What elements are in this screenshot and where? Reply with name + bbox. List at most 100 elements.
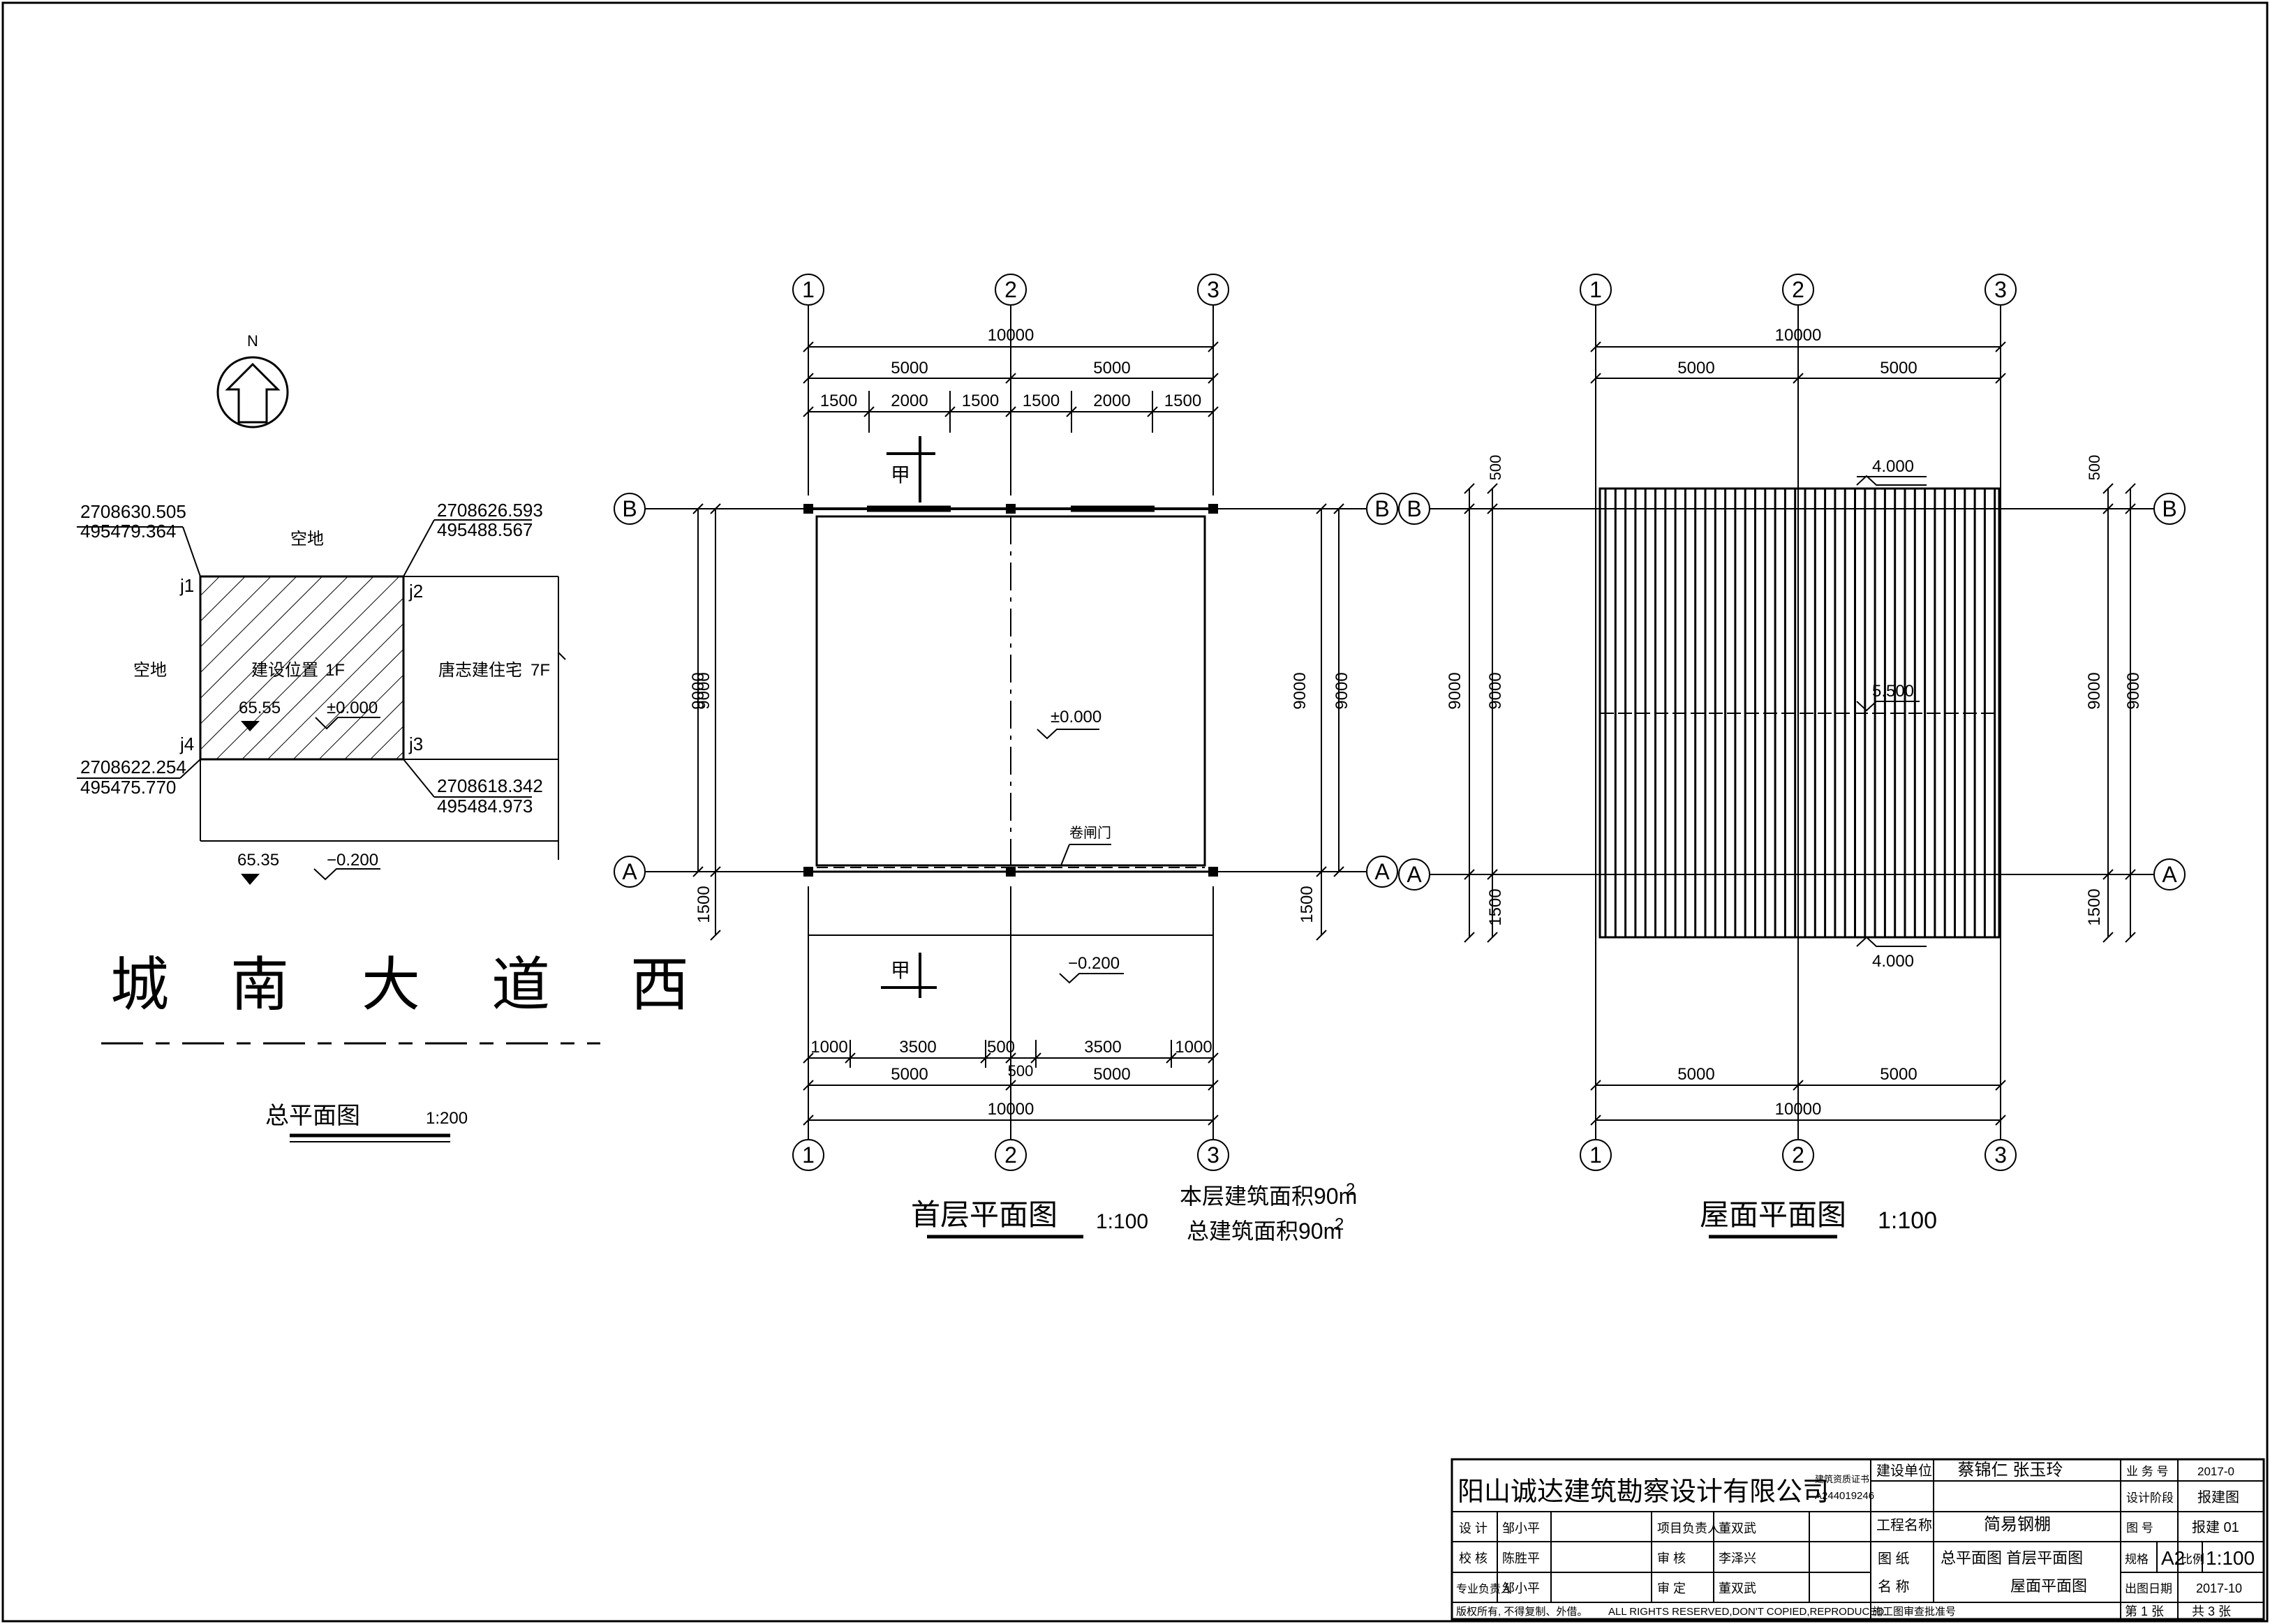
role-person: 邹小平 [1502,1521,1540,1535]
wall-outline [815,515,1206,867]
dim-detail: 500 [987,1038,1015,1057]
point-j3: j3 [408,733,423,754]
right-row-value: 2017-0 [2197,1465,2234,1478]
area-total-sup: 2 [1335,1215,1344,1234]
dim-side: 1500 [2085,888,2104,925]
role-label: 设 计 [1459,1521,1488,1535]
point-j4: j4 [179,733,194,754]
dimension-tick [1487,503,1498,514]
north-arrow-icon [216,356,289,429]
neighbor-floors: 7F [531,661,550,680]
dimension-tick [1487,869,1498,880]
right-row-label: 设计阶段 [2126,1491,2174,1505]
dim-half: 5000 [891,1065,928,1084]
grid-bubble-bottom-label: 3 [1207,1142,1219,1168]
road-char: 西 [630,951,689,1019]
dimension-tick [1208,373,1219,384]
dimension-tick [710,503,721,514]
dim-total: 10000 [988,326,1034,345]
dim-detail: 1000 [810,1038,847,1057]
drawing-names-1: 总平面图 首层平面图 [1941,1549,2083,1567]
grid-bubble-left-label: A [622,859,637,884]
ratio-value: 1:100 [2206,1547,2255,1569]
dimension-tick [1995,373,2006,384]
dim-extra: 500 [1008,1062,1034,1080]
elevation-marker [241,721,260,731]
elev-road: 65.35 [237,851,279,870]
area-total: 总建筑面积90m [1187,1219,1342,1244]
dimension-tick [803,373,814,384]
grid-bubble-left-label: B [622,496,637,521]
grid-bubble-top-label: 1 [1589,277,1602,302]
leader-line [1060,844,1070,866]
dimension-tick [1316,503,1327,514]
dimension-tick [2125,483,2136,494]
role-label: 项目负责人 [1657,1521,1720,1535]
dim-total: 10000 [1775,1100,1822,1119]
dim-side: 9000 [1446,672,1464,709]
level-site: ±0.000 [327,699,378,717]
coord-j4-east: 495475.770 [80,777,176,798]
dim-detail: 3500 [1084,1038,1121,1057]
role-label: 校 核 [1459,1551,1488,1565]
point-j1: j1 [179,575,194,596]
dimension-tick [710,866,721,877]
level-inside: ±0.000 [1051,708,1101,727]
neighbor-label: 唐志建住宅 [438,661,522,680]
level-symbol [1037,729,1099,740]
dimension-tick [803,1080,814,1091]
column [1208,504,1218,514]
level-symbol [1856,701,1920,712]
dim-total: 10000 [988,1100,1034,1119]
grid-bubble-right-label: A [1374,859,1390,884]
dim-side: 1500 [695,886,713,923]
coord-j3-east: 495484.973 [437,796,533,817]
review-label: 施工图审查批准号 [1872,1606,1956,1618]
dim-detail: 1500 [1023,392,1060,410]
dimension-tick [692,866,704,877]
dimension-tick [1316,930,1327,941]
dim-detail: 2000 [891,392,928,410]
dimension-tick [2102,483,2114,494]
area-floor: 本层建筑面积90m [1180,1184,1357,1209]
grid-bubble-top-label: 3 [1994,277,2007,302]
dimension-tick [1995,1115,2006,1126]
elevation-marker [241,874,260,885]
dim-half: 5000 [1880,359,1917,378]
right-row-value: 报建图 [2197,1489,2239,1505]
dimension-tick [1208,1080,1219,1091]
date-label: 出图日期 [2125,1582,2172,1595]
dim-total: 10000 [1775,326,1822,345]
grid-bubble-left-label: A [1407,862,1422,887]
road-name: 城 南 大 道 西 [110,951,689,1019]
dim-detail: 1500 [1164,392,1201,410]
dim-side: 9000 [1291,672,1310,709]
dim-side: 9000 [1333,672,1351,709]
column-mark: 甲 [891,960,910,981]
dim-side: 9000 [1486,672,1505,709]
dimension-tick [1590,1115,1601,1126]
right-row-label: 图 号 [2126,1521,2153,1535]
dimension-tick [1333,503,1344,514]
dim-side: 1500 [1486,888,1505,925]
grid-bubble-top-label: 3 [1207,277,1219,302]
north-label: N [247,332,258,350]
client-name: 蔡锦仁 张玉玲 [1958,1461,2063,1480]
dim-side: 9000 [2124,672,2143,709]
area-floor-sup: 2 [1346,1180,1355,1199]
role-label: 审 核 [1657,1551,1686,1565]
road-char: 道 [491,951,550,1019]
right-row-value: 报建 01 [2192,1519,2239,1535]
dimension-tick [1590,1080,1601,1091]
dim-side: 1500 [1298,886,1316,923]
grid-bubble-bottom-label: 1 [802,1142,815,1168]
drawing-label: 图 纸 [1878,1551,1910,1567]
dim-side: 9000 [689,672,708,709]
ratio-label: 比例 [2181,1553,2204,1566]
column [803,504,813,514]
level-road: −0.200 [327,851,378,870]
dim-half: 5000 [1093,359,1130,378]
dimension-tick [2125,932,2136,943]
